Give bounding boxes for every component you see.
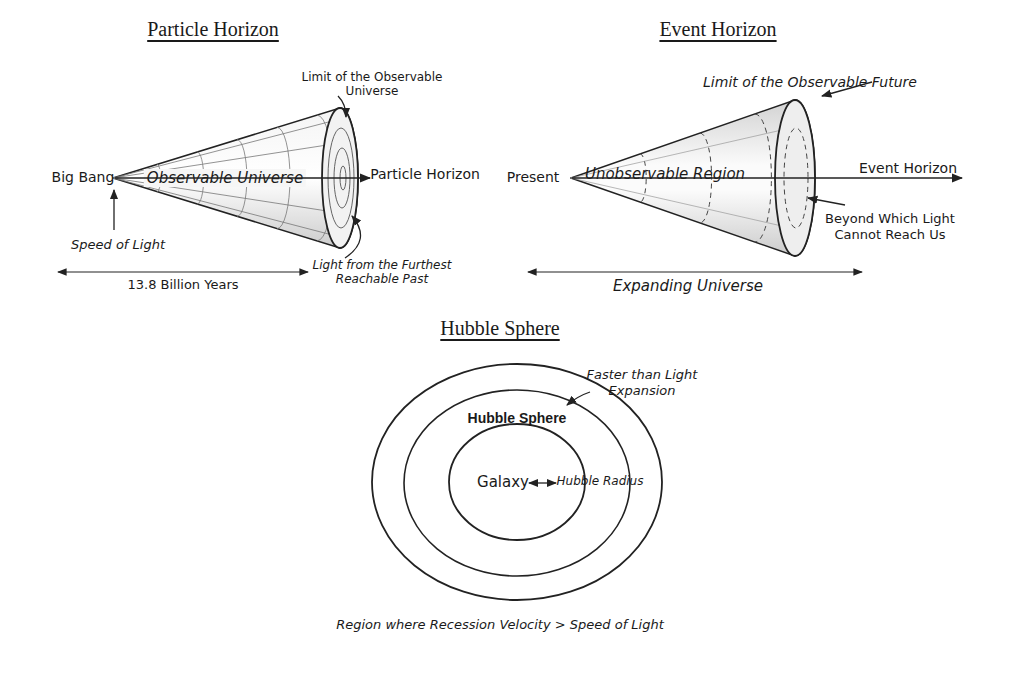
dimension-label: 13.8 Billion Years: [127, 277, 238, 293]
dimension-label: Expanding Universe: [613, 277, 763, 295]
axis-label: Big Bang: [52, 169, 115, 186]
time-arrow: [572, 177, 962, 178]
time-arrow: [115, 177, 370, 178]
panel-heading: Hubble Sphere: [440, 316, 559, 340]
dimension-arrow: [58, 271, 308, 272]
callout-label: Limit of the Observable Future: [703, 74, 917, 91]
arrow-label: Particle Horizon: [370, 166, 480, 183]
callout-label: Speed of Light: [71, 237, 165, 253]
caption-note: Region where Recession Velocity > Speed …: [336, 617, 664, 633]
node-text: Hubble Sphere: [465, 410, 570, 426]
callout-label: Faster than Light Expansion: [585, 367, 700, 398]
callout-label: Beyond Which Light Cannot Reach Us: [823, 211, 958, 242]
dimension-arrow: [528, 271, 862, 272]
axis-label: Present: [507, 169, 560, 186]
radius-label: Hubble Radius: [557, 474, 644, 488]
radius-arrow: [529, 482, 556, 483]
leader-arrow: [567, 392, 590, 405]
node-text: Galaxy: [474, 473, 532, 491]
speed-arrow: [113, 190, 114, 230]
arrow-label: Event Horizon: [859, 160, 957, 177]
outer-circle: [372, 364, 662, 600]
callout-label: Limit of the Observable Universe: [297, 70, 447, 99]
node-text: Unobservable Region: [582, 165, 748, 183]
panel-heading: Event Horizon: [659, 17, 776, 41]
callout-label: Light from the Furthest Reachable Past: [312, 258, 452, 287]
panel-heading: Particle Horizon: [147, 17, 279, 41]
